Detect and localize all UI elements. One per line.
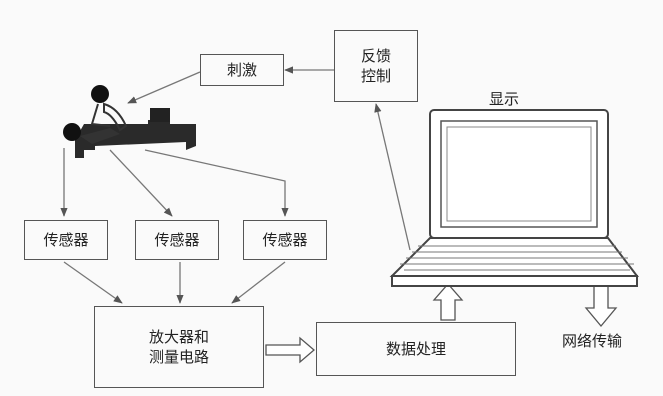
amplifier-label-line2: 测量电路 — [148, 348, 209, 366]
stimulus-label: 刺激 — [226, 60, 257, 79]
hollow-arrow-to-laptop — [432, 283, 464, 321]
arrow-patient-to-sensor-3 — [144, 149, 289, 217]
sensor-box-3: 传感器 — [243, 220, 327, 260]
amplifier-measurement-box: 放大器和 测量电路 — [94, 306, 264, 388]
sensor-box-2: 传感器 — [135, 220, 219, 260]
stimulus-box: 刺激 — [200, 54, 284, 86]
patient-scene-illustration — [63, 85, 196, 158]
data-processing-label: 数据处理 — [385, 339, 446, 358]
sensor-1-label: 传感器 — [43, 230, 89, 249]
network-transmission-label: 网络传输 — [562, 332, 623, 350]
sensor-2-label: 传感器 — [154, 230, 200, 249]
hollow-arrow-to-network — [584, 285, 618, 328]
display-label: 显示 — [489, 90, 520, 108]
arrow-stimulus-to-patient — [127, 71, 201, 104]
amplifier-label-line1: 放大器和 — [148, 327, 209, 346]
feedback-control-box: 反馈 控制 — [334, 30, 418, 102]
data-processing-box: 数据处理 — [316, 322, 516, 376]
arrow-patient-to-sensor-2 — [109, 149, 173, 217]
arrow-laptop-to-feedback — [374, 103, 411, 251]
feedback-label-line2: 控制 — [360, 67, 391, 85]
sensor-box-1: 传感器 — [24, 220, 108, 260]
arrow-sensor-1-to-amplifier — [63, 261, 123, 304]
laptop-illustration — [389, 109, 640, 287]
hollow-arrow-to-data-processing — [265, 336, 315, 364]
arrow-sensor-3-to-amplifier — [231, 261, 286, 304]
feedback-label-line1: 反馈 — [360, 46, 391, 65]
sensor-3-label: 传感器 — [262, 230, 308, 249]
